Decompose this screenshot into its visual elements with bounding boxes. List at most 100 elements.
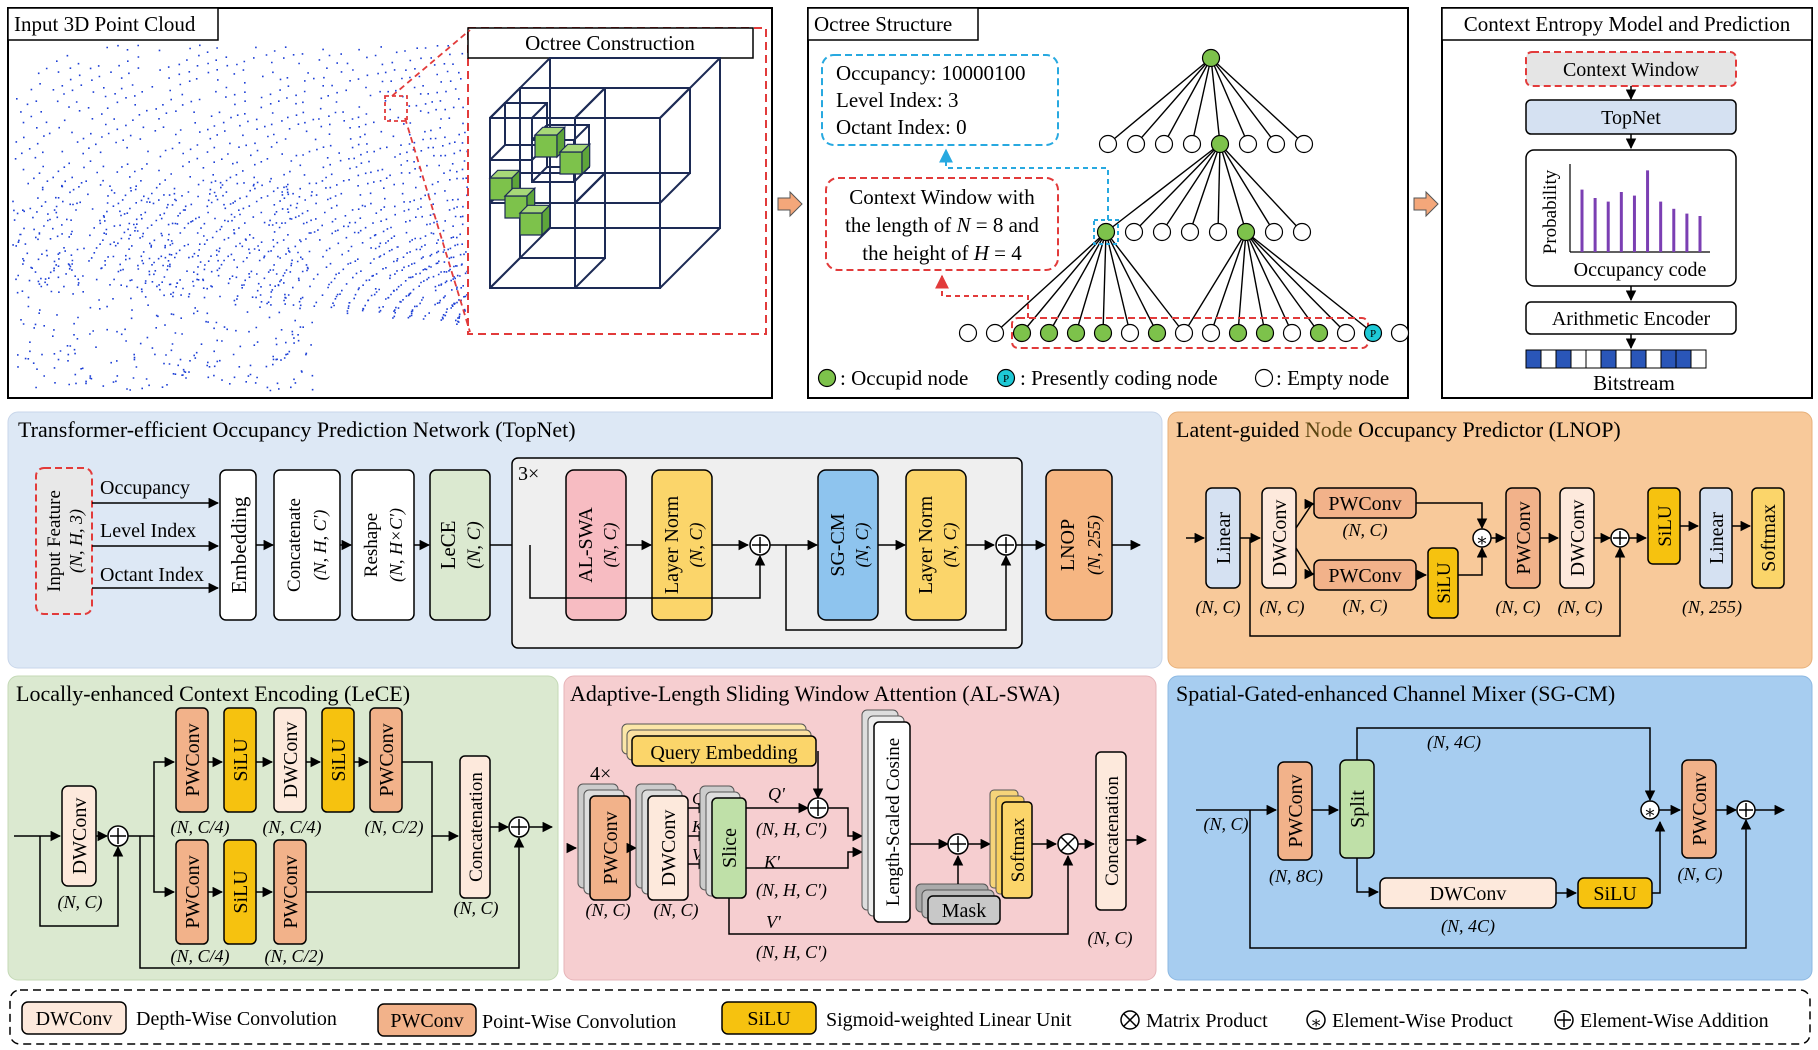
bitstream-cell bbox=[1645, 349, 1662, 369]
lece-silu-2-label: SiLU bbox=[328, 738, 350, 782]
product-symbol: ∗ bbox=[1644, 802, 1656, 822]
length-scaled-cosine-label: Length-Scaled Cosine bbox=[883, 738, 904, 906]
legend-pwconv-swatch bbox=[377, 1003, 477, 1037]
alswa-repeat-count: 4× bbox=[590, 763, 611, 785]
layernorm-dims-1: (N, C) bbox=[686, 522, 707, 567]
octree-structure-panel: Octree Structure Occupancy: 10000100 Lev… bbox=[807, 7, 1410, 399]
lnop-silu-2-label: SiLU bbox=[1655, 505, 1676, 546]
context-window-line-3: the height of H = 4 bbox=[862, 241, 1022, 265]
legend-elemprod-desc: Element-Wise Product bbox=[1332, 1010, 1513, 1032]
sgcm-dwconv-label: DWConv bbox=[1430, 883, 1507, 905]
alswa-concatenation bbox=[1095, 751, 1127, 911]
lnop-pwconv-bottom-label: PWConv bbox=[1328, 565, 1401, 587]
context-window-line-2: the length of N = 8 and bbox=[845, 213, 1039, 237]
lnop-linear-1-label: Linear bbox=[1213, 512, 1235, 565]
present-node-icon bbox=[996, 368, 1016, 388]
svg-text:P: P bbox=[1370, 328, 1376, 340]
split-label: Split bbox=[1347, 790, 1369, 828]
slice-label: Slice bbox=[719, 828, 741, 868]
bitstream-label: Bitstream bbox=[1593, 371, 1675, 395]
sgcm-pwconv-1 bbox=[1277, 761, 1313, 861]
v-dims-label: (N, H, C') bbox=[756, 942, 827, 963]
sgcm-dims-label: (N, C) bbox=[1678, 864, 1723, 885]
v-prime-label: V' bbox=[766, 912, 782, 932]
lnop-silu-1-label: SiLU bbox=[1434, 562, 1455, 603]
lece-dims-label: (N, C/4) bbox=[262, 817, 321, 838]
lece-silu-2 bbox=[321, 707, 355, 813]
lnop-dims-label: (N, C) bbox=[1260, 597, 1305, 618]
lnop-panel-title: Latent-guided Node Occupancy Predictor (… bbox=[1176, 417, 1621, 442]
lece-concatenation-label: Concatenation bbox=[466, 772, 487, 882]
bitstream-cell bbox=[1570, 349, 1587, 369]
bitstream-cell bbox=[1525, 349, 1542, 369]
legend-silu-swatch bbox=[721, 1001, 817, 1035]
bottom-legend: DWConv Depth-Wise Convolution PWConv Poi… bbox=[9, 989, 1811, 1045]
lece-dwconv-2-label: DWConv bbox=[280, 722, 302, 799]
input-feature-block bbox=[35, 467, 93, 615]
lece-silu-3-label: SiLU bbox=[230, 870, 252, 914]
lnop-softmax bbox=[1751, 487, 1785, 589]
layernorm-dims-2: (N, C) bbox=[940, 522, 961, 567]
probability-axis-label: Probability bbox=[1540, 169, 1561, 254]
sgcm-dims-label: (N, 4C) bbox=[1441, 916, 1495, 937]
alswa-dims-label: (N, C) bbox=[654, 900, 699, 921]
context-window-block bbox=[1525, 51, 1737, 87]
legend-elemadd-desc: Element-Wise Addition bbox=[1580, 1010, 1769, 1032]
lece-label: LeCE bbox=[436, 521, 460, 570]
lnop-linear-2 bbox=[1699, 487, 1733, 589]
sgcm-pwconv-2 bbox=[1681, 759, 1717, 859]
topnet-panel: Transformer-efficient Occupancy Predicti… bbox=[7, 411, 1163, 669]
legend-empty: : Empty node bbox=[1276, 366, 1389, 390]
flow-arrow bbox=[777, 190, 803, 218]
topnet-panel-title: Transformer-efficient Occupancy Predicti… bbox=[18, 417, 576, 442]
lnop-output-dims: (N, 255) bbox=[1682, 597, 1742, 618]
embedding-label: Embedding bbox=[227, 496, 251, 593]
lece-pwconv-1 bbox=[175, 707, 209, 813]
lnop-linear-2-label: Linear bbox=[1706, 512, 1728, 565]
input-feature-label: Input Feature bbox=[44, 490, 65, 592]
point-cloud-image bbox=[12, 44, 470, 392]
occupancy-code-axis-label: Occupancy code bbox=[1574, 259, 1707, 281]
point-cloud-panel: Input 3D Point Cloud Octree Construction bbox=[7, 7, 773, 399]
alswa-dims-label: (N, C) bbox=[586, 900, 631, 921]
q-dims-label: (N, H, C') bbox=[756, 819, 827, 840]
k-dims-label: (N, H, C') bbox=[756, 880, 827, 901]
lece-pwconv-3-label: PWConv bbox=[182, 855, 204, 928]
legend-matrix-desc: Matrix Product bbox=[1146, 1010, 1268, 1032]
sgcm-pwconv-2-label: PWConv bbox=[1689, 772, 1711, 845]
bitstream-cell bbox=[1540, 349, 1557, 369]
alswa-softmax bbox=[1001, 801, 1033, 899]
lece-dwconv-1-label: DWConv bbox=[69, 798, 91, 875]
bitstream-cell bbox=[1555, 349, 1572, 369]
query-embedding-block bbox=[631, 735, 817, 767]
legend-pwconv-label: PWConv bbox=[390, 1010, 463, 1032]
lnop-pwconv-2-label: PWConv bbox=[1513, 501, 1535, 574]
lnop-dims-label: (N, C) bbox=[1496, 597, 1541, 618]
alswa-dwconv bbox=[647, 795, 689, 901]
k-prime-label: K' bbox=[763, 852, 781, 872]
bitstream-cell bbox=[1585, 349, 1602, 369]
alswa-dwconv-label: DWConv bbox=[658, 810, 680, 887]
context-entropy-panel: Context Entropy Model and Prediction Con… bbox=[1441, 7, 1813, 399]
context-window-box bbox=[825, 177, 1059, 271]
lnop-dwconv-1-label: DWConv bbox=[1269, 500, 1291, 577]
concatenate-label: Concatenate bbox=[284, 498, 305, 592]
lece-dwconv-2 bbox=[273, 707, 307, 813]
mask-label: Mask bbox=[942, 900, 986, 922]
alswa-pwconv-label: PWConv bbox=[600, 811, 622, 884]
bitstream-cell bbox=[1675, 349, 1692, 369]
occupied-node-icon bbox=[817, 368, 837, 388]
octree-tree: P bbox=[958, 48, 1410, 349]
level-index-info: Level Index: 3 bbox=[836, 88, 958, 112]
sgcm-label: SG-CM bbox=[827, 513, 849, 577]
alswa-panel: Adaptive-Length Sliding Window Attention… bbox=[563, 675, 1157, 981]
flow-arrow bbox=[1413, 190, 1439, 218]
lece-pwconv-2-label: PWConv bbox=[376, 723, 398, 796]
lnop-dims: (N, 255) bbox=[1084, 515, 1105, 575]
lnop-dims-label: (N, C) bbox=[1558, 597, 1603, 618]
bitstream-cells bbox=[1525, 349, 1707, 369]
lnop-pwconv-top-label: PWConv bbox=[1328, 493, 1401, 515]
input-feature-dims: (N, H, 3) bbox=[66, 509, 87, 573]
alswa-panel-title: Adaptive-Length Sliding Window Attention… bbox=[570, 681, 1060, 706]
